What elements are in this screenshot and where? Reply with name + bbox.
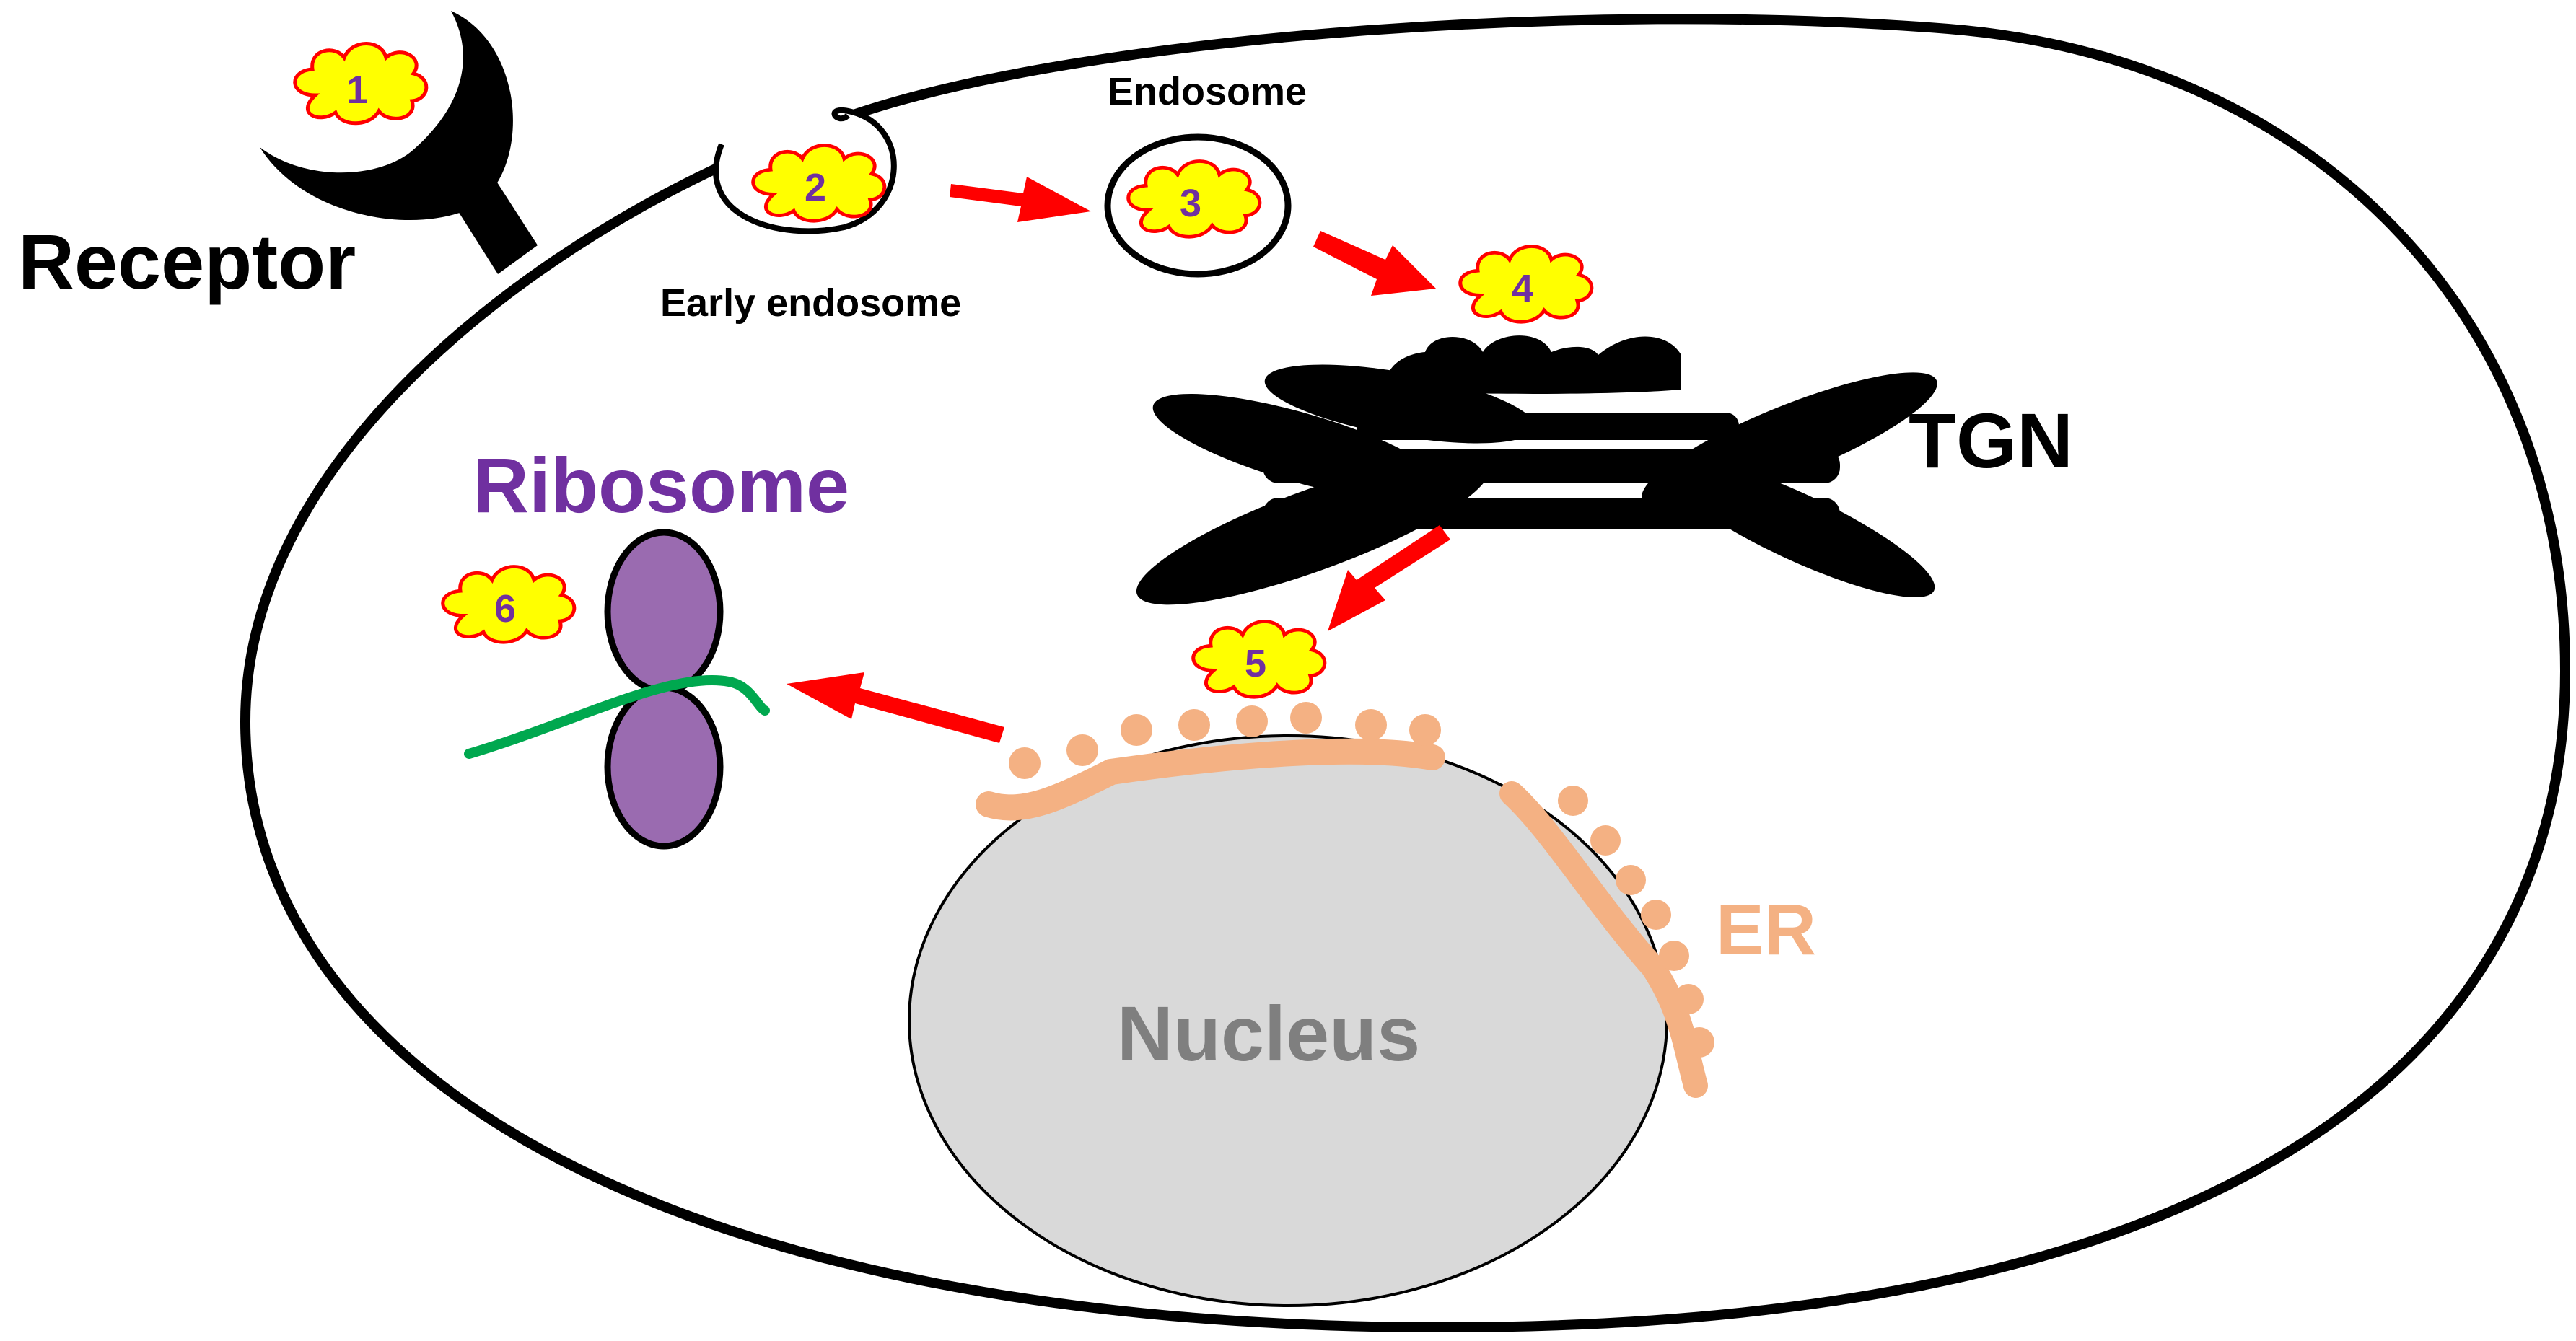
tgn-shape	[1136, 335, 1937, 605]
nucleus-label: Nucleus	[1117, 990, 1420, 1077]
ribosome-label: Ribosome	[473, 441, 849, 529]
er-bumps	[1009, 702, 1714, 1058]
cell-membrane	[240, 14, 2571, 1333]
arrow-tgn-to-5	[1328, 525, 1450, 631]
step-cloud-1: 1	[295, 44, 426, 123]
arrow-3-to-4	[1313, 231, 1436, 296]
tgn-label: TGN	[1909, 397, 2073, 484]
receptor-label: Receptor	[18, 218, 356, 305]
receptor-shape	[260, 11, 538, 274]
trafficking-arrows	[787, 177, 1450, 743]
mrna-strand	[464, 674, 770, 759]
step-cloud-5: 5	[1193, 621, 1325, 697]
er-label: ER	[1716, 889, 1816, 970]
step-label-5: 5	[1245, 642, 1266, 685]
step-label-2: 2	[805, 166, 826, 209]
step-label-4: 4	[1512, 267, 1533, 310]
step-cloud-6: 6	[443, 566, 574, 642]
step-cloud-3: 3	[1129, 161, 1260, 237]
ribosome-shape	[464, 529, 770, 850]
arrow-5-to-6	[787, 672, 1004, 743]
step-label-6: 6	[494, 587, 516, 630]
step-label-3: 3	[1180, 182, 1201, 225]
step-label-1: 1	[346, 69, 368, 112]
step-cloud-4: 4	[1460, 246, 1592, 322]
arrow-2-to-3	[950, 177, 1091, 222]
endosome-label: Endosome	[1108, 70, 1307, 113]
early-endosome-label: Early endosome	[660, 281, 961, 325]
step-cloud-2: 2	[753, 145, 885, 221]
